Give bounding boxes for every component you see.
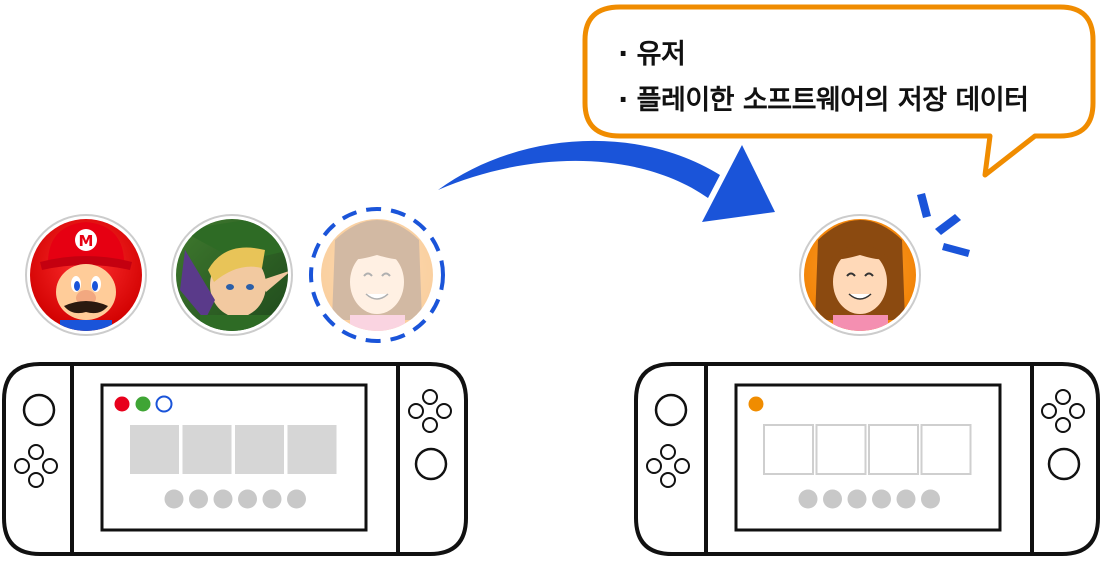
software-tile	[763, 424, 814, 475]
bubble-line-user: · 유저	[618, 39, 686, 70]
user-dot	[114, 396, 130, 412]
selection-ring	[309, 207, 445, 343]
user-dot	[748, 396, 764, 412]
menu-dot	[189, 489, 208, 509]
svg-text:M: M	[79, 232, 94, 250]
software-tiles	[130, 425, 337, 474]
bubble-line-save-data: · 플레이한 소프트웨어의 저장 데이터	[618, 85, 1029, 116]
user-icon-link[interactable]	[171, 214, 293, 345]
software-tile	[815, 424, 867, 475]
user-dot	[135, 396, 151, 412]
user-icon-mii-transferred[interactable]	[799, 214, 921, 340]
menu-dot	[847, 489, 867, 509]
menu-dot	[262, 489, 282, 509]
link-icon	[180, 219, 288, 331]
face-buttons-icon[interactable]	[1041, 389, 1085, 433]
dpad-icon[interactable]	[14, 444, 58, 488]
excitement-marks-icon	[917, 193, 970, 257]
dpad-icon[interactable]	[646, 444, 690, 488]
user-dot	[155, 395, 173, 413]
target-console	[634, 362, 1100, 556]
software-tile	[235, 425, 284, 474]
right-stick-icon[interactable]	[414, 447, 448, 481]
left-stick-icon[interactable]	[22, 393, 56, 427]
software-tile	[182, 425, 232, 474]
screen-user-dots	[748, 396, 764, 412]
left-stick-icon[interactable]	[654, 393, 688, 427]
bottom-menu-dots	[164, 489, 306, 509]
software-tile	[868, 424, 919, 475]
menu-dot	[921, 489, 940, 509]
menu-dot	[213, 489, 233, 509]
speech-bubble	[582, 4, 1096, 178]
menu-dot	[823, 489, 842, 509]
software-tiles	[763, 424, 972, 475]
mii-icon	[815, 220, 905, 331]
user-icon-mario[interactable]: M	[25, 214, 147, 340]
software-tile	[287, 425, 337, 474]
menu-dot	[872, 489, 891, 509]
screen-user-dots	[114, 395, 173, 413]
menu-dot	[287, 489, 306, 509]
transfer-arrow	[438, 140, 775, 222]
menu-dot	[238, 489, 257, 509]
software-tile	[920, 424, 972, 475]
mario-icon: M	[40, 222, 132, 331]
face-buttons-icon[interactable]	[408, 389, 452, 433]
software-tile	[130, 425, 179, 474]
mii-icon	[321, 219, 433, 331]
menu-dot	[164, 489, 184, 509]
menu-dot	[896, 489, 916, 509]
source-console	[2, 362, 468, 556]
user-icon-mii-selected[interactable]	[309, 207, 445, 343]
bottom-menu-dots	[798, 489, 940, 509]
right-stick-icon[interactable]	[1047, 447, 1081, 481]
menu-dot	[798, 489, 818, 509]
